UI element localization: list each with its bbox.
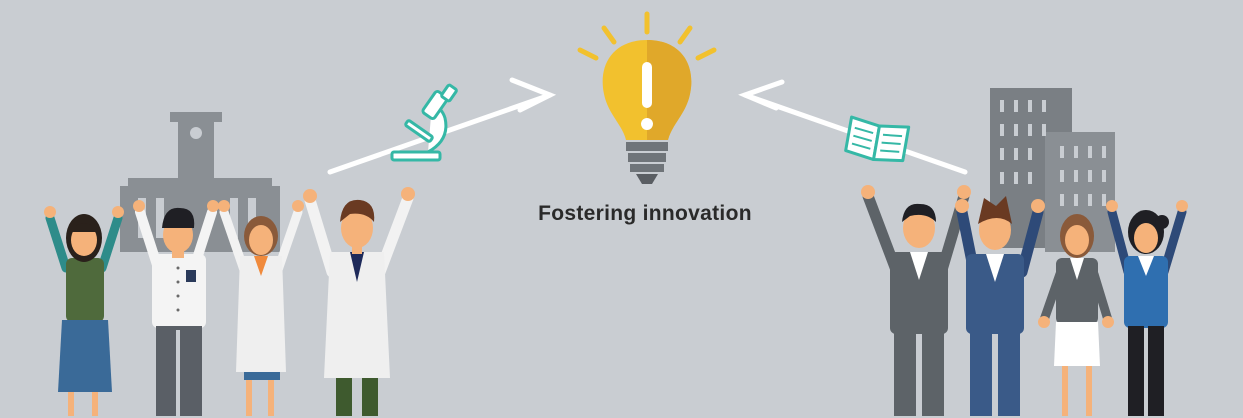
person-man-lab-coat (303, 187, 415, 416)
person-woman-grey-suit (1038, 214, 1114, 416)
person-woman-blue-suit (1106, 200, 1188, 416)
person-woman-lab-coat (218, 200, 304, 416)
light-bulb-icon (577, 11, 717, 184)
open-book-icon (844, 115, 911, 163)
person-man-white-shirt (133, 200, 219, 416)
microscope-icon (390, 83, 458, 162)
person-man-grey-suit (861, 185, 971, 416)
office-buildings-icon (990, 88, 1115, 252)
person-woman-green-shirt (44, 206, 124, 416)
fostering-innovation-caption: Fostering innovation (538, 202, 752, 225)
person-man-blue-suit (955, 196, 1045, 416)
